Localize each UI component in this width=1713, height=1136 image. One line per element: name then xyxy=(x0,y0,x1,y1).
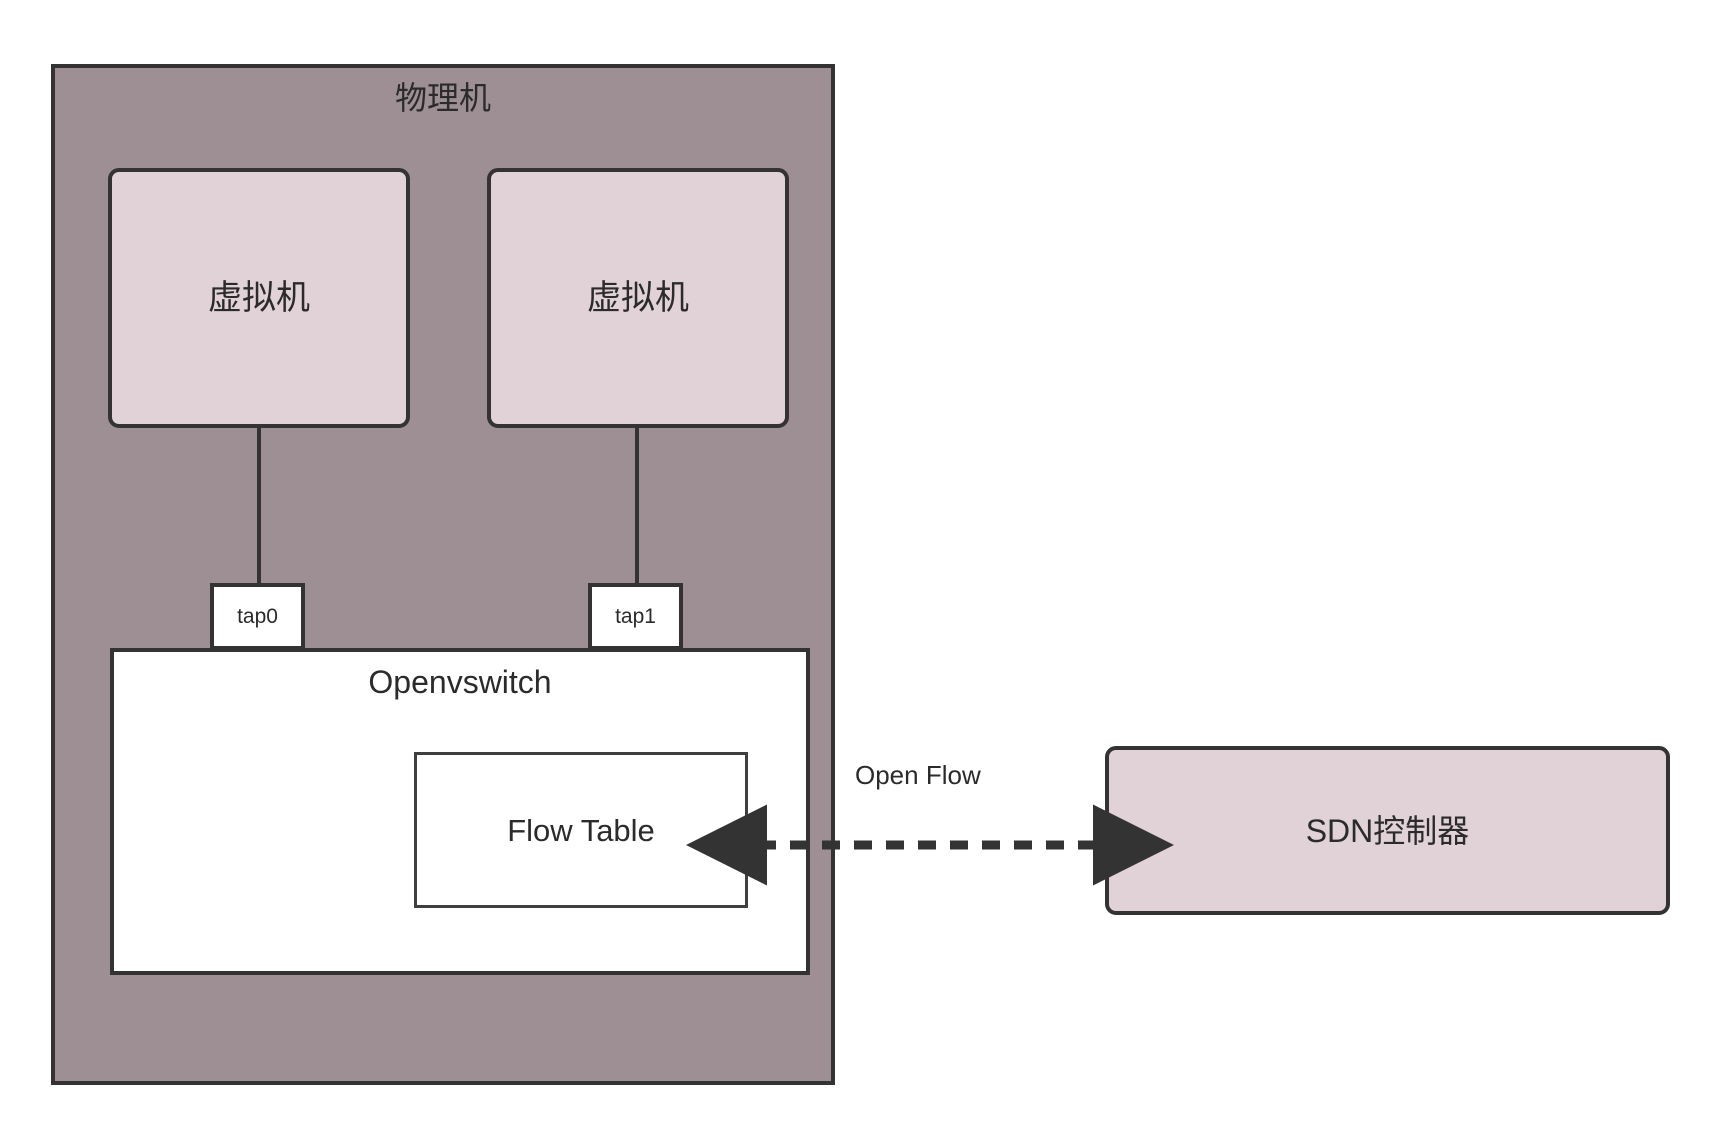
virtual-machine-2-label: 虚拟机 xyxy=(587,279,689,317)
openflow-protocol-label: Open Flow xyxy=(855,760,981,790)
connector-vm1-to-tap0 xyxy=(257,424,261,586)
flow-table-label: Flow Table xyxy=(507,812,655,848)
tap-port-tap1: tap1 xyxy=(588,583,683,650)
connector-vm2-to-tap1 xyxy=(635,424,639,586)
virtual-machine-1-label: 虚拟机 xyxy=(208,279,310,317)
virtual-machine-2: 虚拟机 xyxy=(487,168,789,428)
sdn-controller-box: SDN控制器 xyxy=(1105,746,1670,915)
tap-port-tap0-label: tap0 xyxy=(237,605,278,628)
openflow-connector xyxy=(686,804,1174,886)
physical-machine-title: 物理机 xyxy=(394,80,491,116)
flow-table-box: Flow Table xyxy=(414,752,748,908)
tap-port-tap1-label: tap1 xyxy=(615,605,656,628)
sdn-controller-label: SDN控制器 xyxy=(1305,812,1470,849)
tap-port-tap0: tap0 xyxy=(210,583,305,650)
virtual-machine-1: 虚拟机 xyxy=(108,168,410,428)
openvswitch-title: Openvswitch xyxy=(368,664,552,700)
